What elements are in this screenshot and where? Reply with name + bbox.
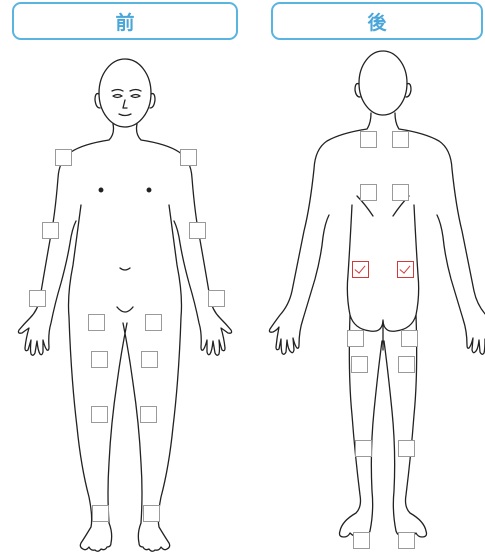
site-checkbox-front-right-thigh-mid[interactable]: [141, 351, 158, 368]
site-checkbox-front-right-foot[interactable]: [143, 505, 160, 522]
site-checkbox-front-left-upper-arm[interactable]: [42, 222, 59, 239]
site-checkbox-front-right-thigh-upper[interactable]: [145, 314, 162, 331]
site-checkbox-back-left-mid-back[interactable]: [360, 184, 377, 201]
site-checkbox-front-right-knee[interactable]: [140, 406, 157, 423]
site-checkbox-back-left-heel[interactable]: [353, 532, 370, 549]
site-checkbox-front-right-upper-arm[interactable]: [189, 222, 206, 239]
site-checkbox-back-left-thigh-upper[interactable]: [347, 330, 364, 347]
site-checkbox-back-left-calf[interactable]: [355, 440, 372, 457]
site-checkbox-back-right-lower-back[interactable]: [397, 261, 414, 278]
site-checkbox-front-right-shoulder[interactable]: [180, 149, 197, 166]
site-checkbox-front-left-thigh-mid[interactable]: [91, 351, 108, 368]
site-checkbox-front-left-thigh-upper[interactable]: [88, 314, 105, 331]
site-checkbox-front-left-forearm[interactable]: [29, 290, 46, 307]
site-checkbox-back-left-lower-back[interactable]: [352, 261, 369, 278]
site-checkbox-back-right-upper-back[interactable]: [392, 131, 409, 148]
site-checkbox-front-left-shoulder[interactable]: [55, 149, 72, 166]
site-checkbox-back-left-upper-back[interactable]: [360, 131, 377, 148]
site-checkbox-back-left-thigh-mid[interactable]: [351, 356, 368, 373]
site-checkbox-back-right-mid-back[interactable]: [392, 184, 409, 201]
site-checkbox-back-right-thigh-upper[interactable]: [401, 330, 418, 347]
back-body-outline: [269, 51, 485, 537]
front-body-outline: [18, 59, 231, 551]
site-checkbox-back-right-thigh-mid[interactable]: [398, 356, 415, 373]
site-checkbox-front-left-knee[interactable]: [91, 406, 108, 423]
site-checkbox-front-right-forearm[interactable]: [208, 290, 225, 307]
site-checkbox-back-right-heel[interactable]: [398, 532, 415, 549]
site-checkbox-back-right-calf[interactable]: [398, 440, 415, 457]
site-checkbox-front-left-foot[interactable]: [92, 505, 109, 522]
